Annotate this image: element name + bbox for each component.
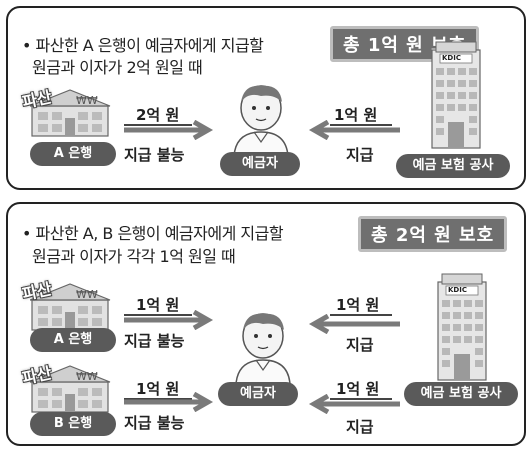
left-arrow-icon [308, 394, 400, 414]
bank-a-label: A 은행 [30, 328, 116, 352]
scenario2-line1: • 파산한 A, B 은행이 예금자에게 지급할 [22, 224, 284, 243]
amount-underline [330, 124, 392, 126]
insured-amount-label: 1억 원 [336, 296, 380, 314]
payment-label: 지급 [346, 146, 374, 164]
left-arrow-icon [308, 314, 400, 334]
bank-a-label: A 은행 [30, 142, 116, 166]
amount-underline [124, 124, 192, 126]
insurance-corp-label: 예금 보험 공사 [396, 154, 510, 178]
amount-owed-label: 1억 원 [136, 296, 180, 314]
payment-label: 지급 [346, 336, 374, 354]
bank-b-label: B 은행 [30, 412, 116, 436]
insured-amount-label: 1억 원 [334, 106, 378, 124]
amount-underline [124, 314, 192, 316]
amount-underline [330, 398, 392, 400]
right-arrow-icon [124, 120, 214, 140]
depositor-label: 예금자 [220, 152, 300, 176]
left-arrow-icon [308, 120, 400, 140]
amount-owed-label: 2억 원 [136, 106, 180, 124]
scenario1-line2: 원금과 이자가 2억 원일 때 [32, 58, 203, 77]
amount-underline [124, 398, 192, 400]
right-arrow-icon [124, 392, 214, 412]
insurance-corp-label: 예금 보험 공사 [404, 382, 518, 406]
depositor-person-icon [233, 85, 289, 157]
insolvency-label: 지급 불능 [124, 414, 185, 432]
depositor-person-icon [235, 313, 291, 385]
insolvency-label: 지급 불능 [124, 332, 185, 350]
amount-owed-label: 1억 원 [136, 380, 180, 398]
insured-amount-label: 1억 원 [336, 380, 380, 398]
right-arrow-icon [124, 310, 214, 330]
payment-label: 지급 [346, 418, 374, 436]
insolvency-label: 지급 불능 [124, 146, 185, 164]
amount-underline [330, 314, 392, 316]
scenario1-line1: • 파산한 A 은행이 예금자에게 지급할 [22, 36, 264, 55]
scenario2-protection-badge: 총 2억 원 보호 [358, 216, 508, 252]
kdic-sign: KDIC [442, 54, 461, 62]
kdic-sign: KDIC [448, 286, 467, 294]
scenario2-line2: 원금과 이자가 각각 1억 원일 때 [32, 247, 236, 266]
depositor-label: 예금자 [218, 382, 298, 406]
